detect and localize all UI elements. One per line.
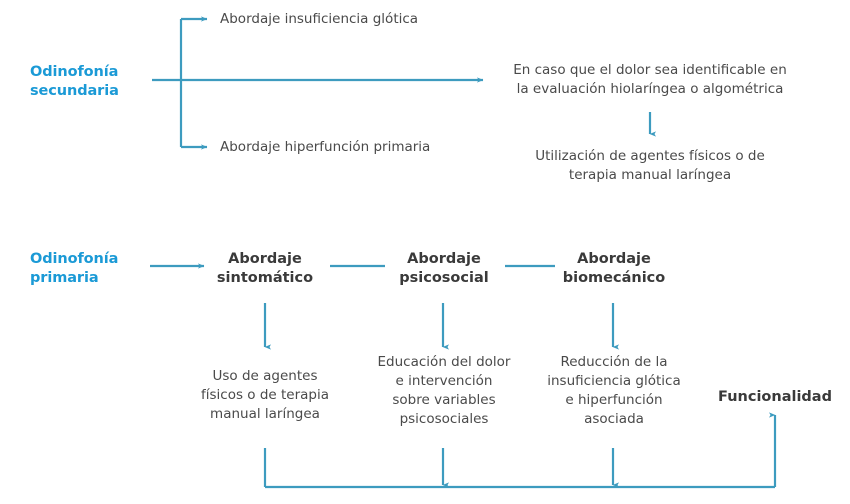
odinofonia-primaria-line2: primaria bbox=[30, 269, 99, 286]
node-detail-educacion-dolor: Educación del dolor e intervención sobre… bbox=[368, 353, 520, 430]
abordaje-sintomatico-line2: sintomático bbox=[216, 269, 314, 286]
detail-educacion-line2: e intervención bbox=[395, 373, 493, 390]
dolor-identificable-line1: En caso que el dolor sea identificable e… bbox=[513, 62, 787, 78]
detail-reduccion-line1: Reducción de la bbox=[560, 354, 668, 370]
node-utilizacion-agentes-fisicos: Utilización de agentes físicos o de tera… bbox=[510, 147, 790, 185]
node-detail-reduccion-insuficiencia: Reducción de la insuficiencia glótica e … bbox=[538, 353, 690, 430]
abordaje-biomecanico-line1: Abordaje bbox=[577, 251, 651, 267]
detail-reduccion-line4: asociada bbox=[584, 411, 644, 428]
abordaje-sintomatico-line1: Abordaje bbox=[228, 251, 302, 267]
detail-uso-agentes-line3: manual laríngea bbox=[210, 406, 320, 423]
node-odinofonia-secundaria: Odinofonía secundaria bbox=[30, 63, 150, 100]
detail-educacion-line1: Educación del dolor bbox=[377, 354, 511, 370]
abordaje-psicosocial-line2: psicosocial bbox=[399, 269, 489, 286]
abordaje-biomecanico-line2: biomecánico bbox=[562, 269, 666, 286]
abordaje-psicosocial-line1: Abordaje bbox=[407, 251, 481, 267]
abordaje-insuficiencia-glotica-text: Abordaje insuficiencia glótica bbox=[220, 11, 419, 27]
node-funcionalidad: Funcionalidad bbox=[700, 388, 850, 407]
abordaje-hiperfuncion-primaria-text: Abordaje hiperfunción primaria bbox=[220, 139, 431, 155]
odinofonia-secundaria-line1: Odinofonía bbox=[30, 64, 119, 80]
detail-uso-agentes-line2: físicos o de terapia bbox=[200, 387, 330, 404]
node-abordaje-psicosocial: Abordaje psicosocial bbox=[375, 250, 513, 287]
detail-educacion-line3: sobre variables bbox=[392, 392, 496, 409]
detail-educacion-line4: psicosociales bbox=[399, 411, 489, 428]
node-abordaje-hiperfuncion-primaria: Abordaje hiperfunción primaria bbox=[220, 138, 480, 157]
utilizacion-agentes-line1: Utilización de agentes físicos o de bbox=[535, 148, 765, 164]
odinofonia-primaria-line1: Odinofonía bbox=[30, 251, 119, 267]
odinofonia-secundaria-line2: secundaria bbox=[30, 82, 119, 99]
node-odinofonia-primaria: Odinofonía primaria bbox=[30, 250, 150, 287]
detail-reduccion-line2: insuficiencia glótica bbox=[547, 373, 681, 390]
utilizacion-agentes-line2: terapia manual laríngea bbox=[568, 167, 732, 184]
node-dolor-identificable: En caso que el dolor sea identificable e… bbox=[500, 61, 800, 99]
dolor-identificable-line2: la evaluación hiolaríngea o algométrica bbox=[516, 81, 784, 98]
node-detail-uso-agentes: Uso de agentes físicos o de terapia manu… bbox=[190, 367, 340, 424]
detail-uso-agentes-line1: Uso de agentes bbox=[212, 368, 318, 384]
node-abordaje-sintomatico: Abordaje sintomático bbox=[195, 250, 335, 287]
detail-reduccion-line3: e hiperfunción bbox=[565, 392, 663, 409]
node-abordaje-biomecanico: Abordaje biomecánico bbox=[545, 250, 683, 287]
funcionalidad-text: Funcionalidad bbox=[718, 389, 832, 405]
node-abordaje-insuficiencia-glotica: Abordaje insuficiencia glótica bbox=[220, 10, 480, 29]
